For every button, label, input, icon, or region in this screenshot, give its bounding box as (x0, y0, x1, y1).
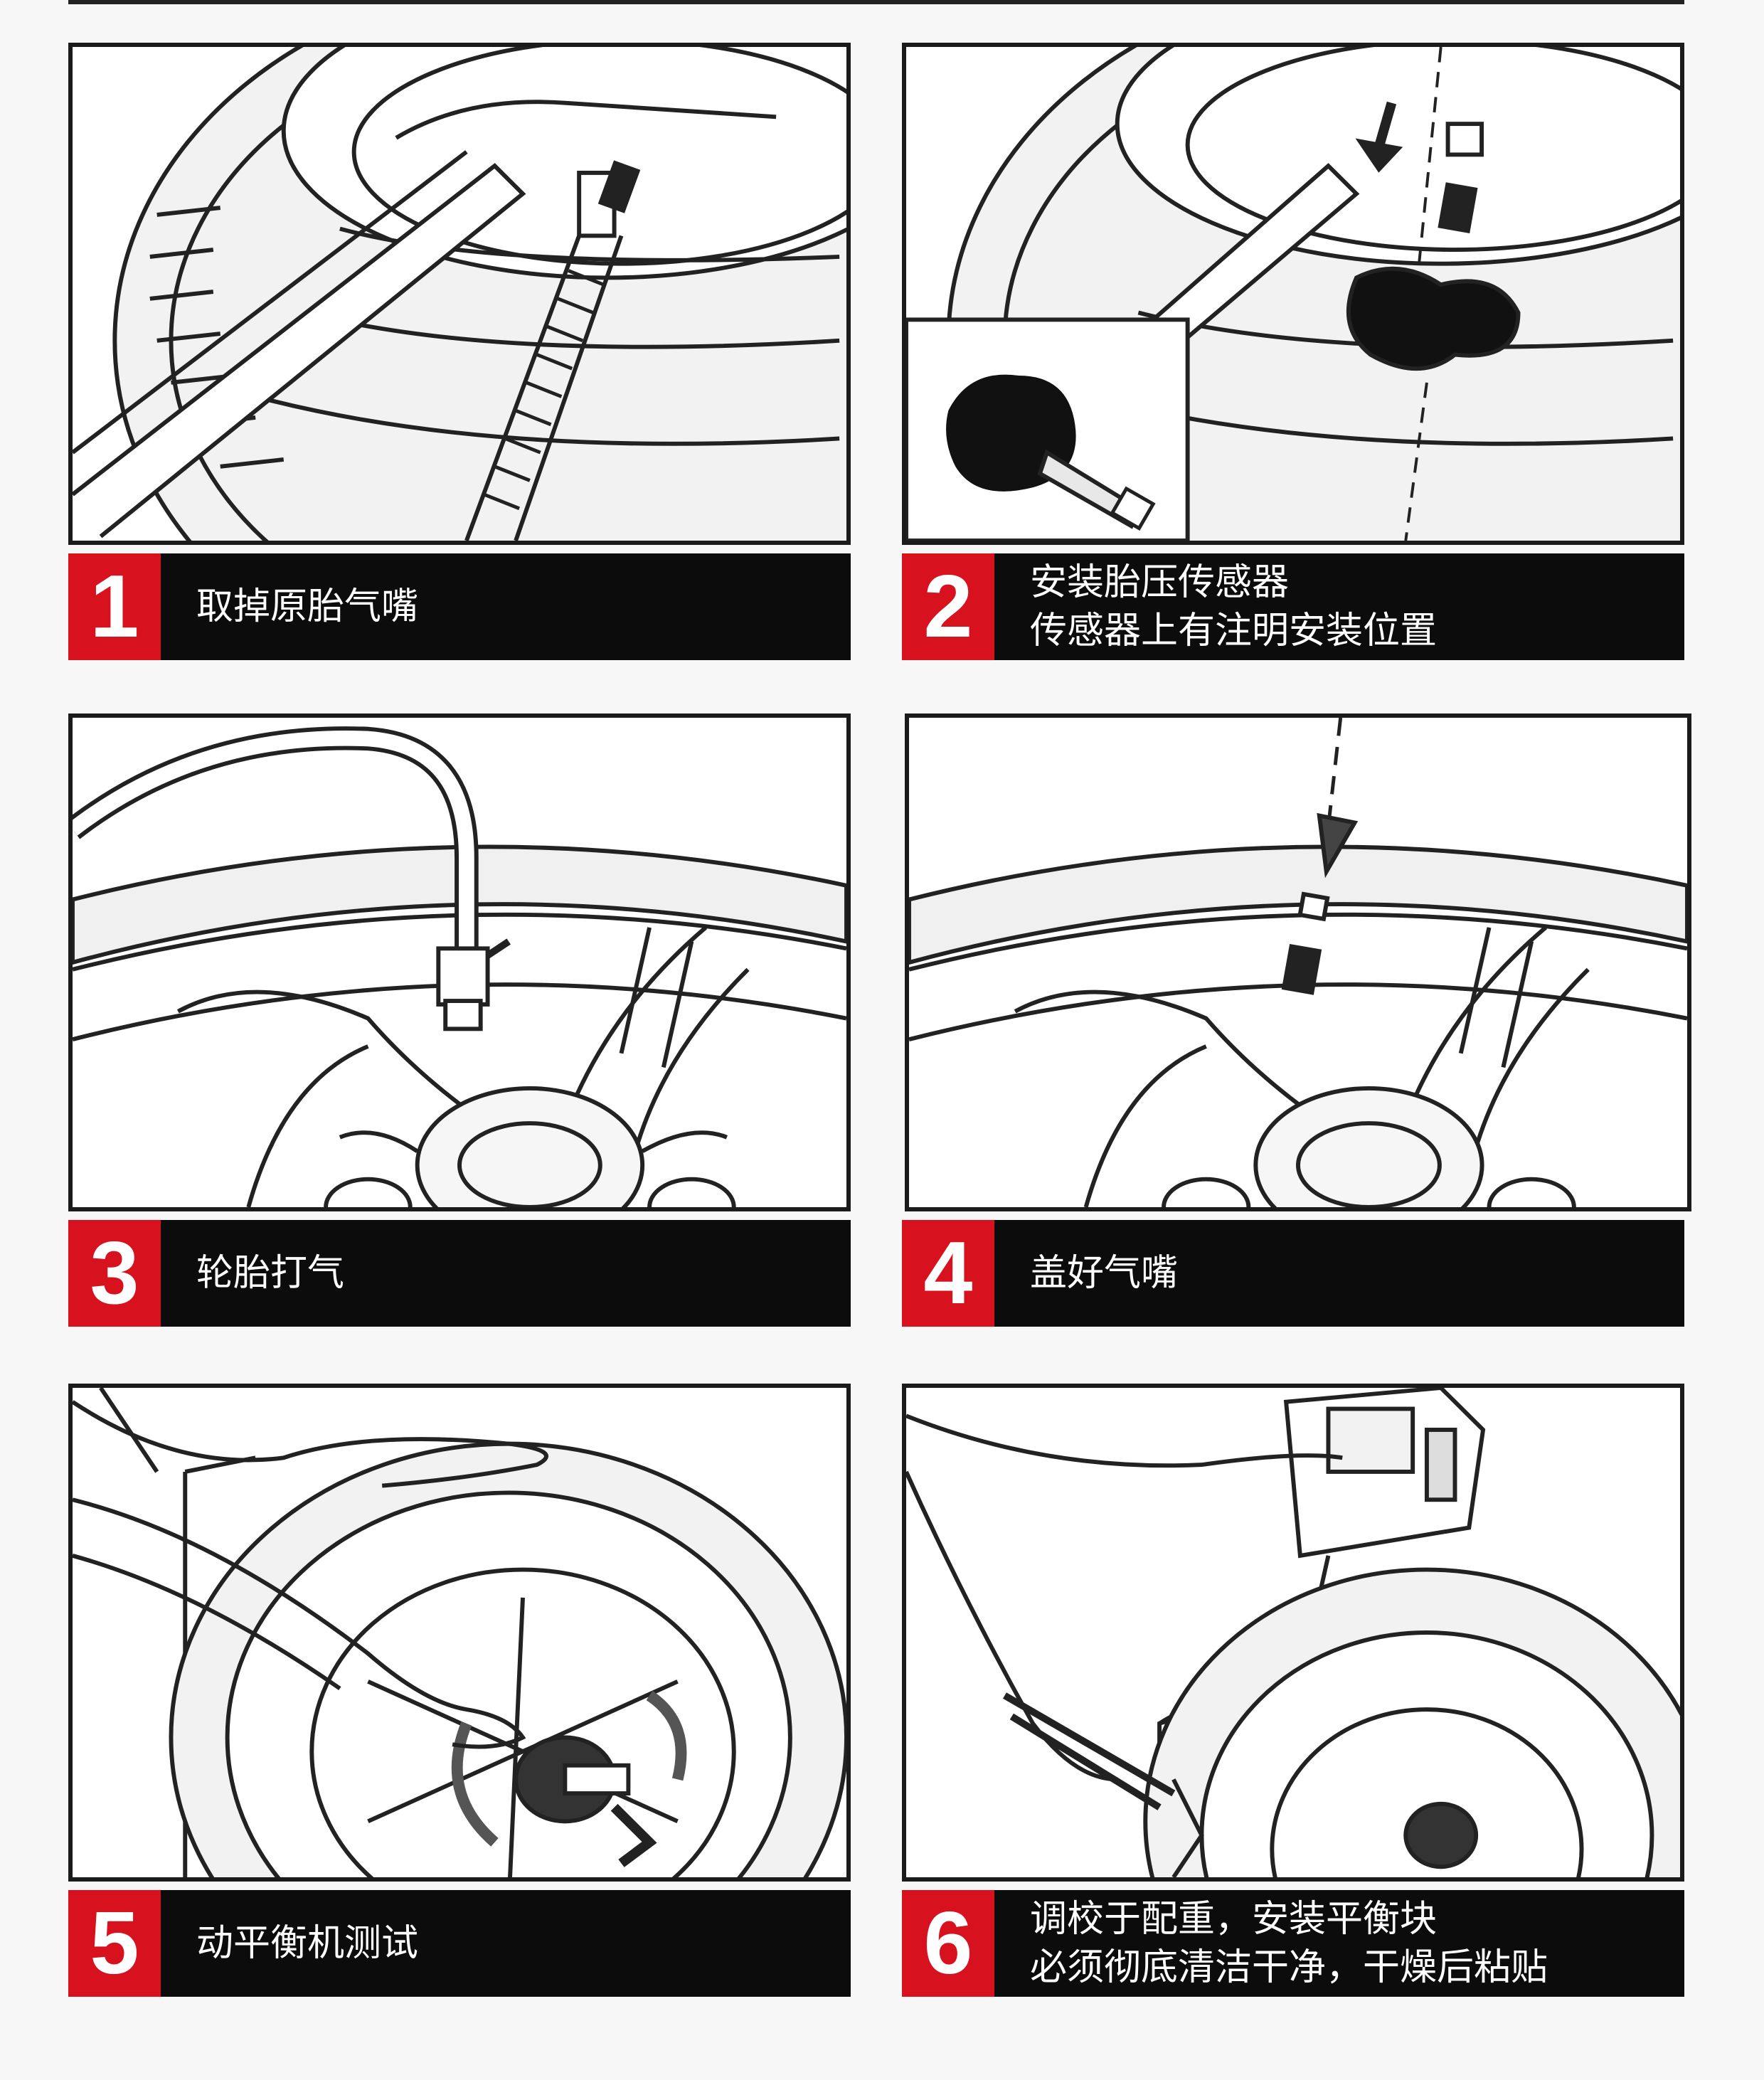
step-6-caption: 6 调校于配重，安装平衡块 必须彻底清洁干净，干燥后粘贴 (902, 1890, 1684, 1997)
step-6-illustration (902, 1384, 1684, 1882)
step-4-number: 4 (902, 1220, 994, 1327)
step-1: 1 取掉原胎气嘴 (68, 43, 851, 660)
step-2-text: 安装胎压传感器 传感器上有注明安装位置 (994, 553, 1684, 660)
step-1-illustration (68, 43, 851, 545)
step-1-text: 取掉原胎气嘴 (161, 553, 851, 660)
step-6-text: 调校于配重，安装平衡块 必须彻底清洁干净，干燥后粘贴 (994, 1890, 1684, 1997)
step-5-illustration (68, 1384, 851, 1882)
balance-weight-drawing (906, 1388, 1680, 1877)
sensor-install-drawing (906, 47, 1680, 541)
step-6-number: 6 (902, 1890, 994, 1997)
tire-inflation-drawing (73, 726, 846, 1207)
balancing-test-drawing (73, 1388, 846, 1877)
step-3-number: 3 (68, 1220, 161, 1327)
step-6-line-2: 必须彻底清洁干净，干燥后粘贴 (1030, 1946, 1548, 1989)
step-2-line-1: 安装胎压传感器 (1030, 561, 1290, 604)
step-3-caption: 3 轮胎打气 (68, 1220, 851, 1327)
step-5-line-1: 动平衡机测试 (196, 1922, 419, 1965)
step-2-number: 2 (902, 553, 994, 660)
step-2: 2 安装胎压传感器 传感器上有注明安装位置 (902, 43, 1684, 660)
step-2-caption: 2 安装胎压传感器 传感器上有注明安装位置 (902, 553, 1684, 660)
step-5-number: 5 (68, 1890, 161, 1997)
sensor-inset (906, 317, 1190, 541)
step-5-text: 动平衡机测试 (161, 1890, 851, 1997)
step-4-line-1: 盖好气嘴 (1030, 1252, 1179, 1295)
step-1-line-1: 取掉原胎气嘴 (196, 585, 419, 628)
step-1-number: 1 (68, 553, 161, 660)
step-3: 3 轮胎打气 (68, 713, 851, 1327)
tire-valve-removal-drawing (73, 47, 846, 541)
step-4: 4 盖好气嘴 (902, 713, 1691, 1327)
step-4-text: 盖好气嘴 (994, 1220, 1684, 1327)
step-5-caption: 5 动平衡机测试 (68, 1890, 851, 1997)
step-2-line-2: 传感器上有注明安装位置 (1030, 610, 1438, 652)
step-6: 6 调校于配重，安装平衡块 必须彻底清洁干净，干燥后粘贴 (902, 1384, 1684, 1997)
step-2-illustration (902, 43, 1684, 545)
step-3-line-1: 轮胎打气 (196, 1252, 345, 1295)
step-6-line-1: 调校于配重，安装平衡块 (1030, 1898, 1438, 1941)
step-4-caption: 4 盖好气嘴 (902, 1220, 1684, 1327)
top-frame-edge (68, 0, 1684, 4)
step-4-illustration (905, 713, 1691, 1211)
step-3-illustration (68, 713, 851, 1211)
step-5: 5 动平衡机测试 (68, 1384, 851, 1997)
valve-cap-drawing (909, 718, 1687, 1207)
step-1-caption: 1 取掉原胎气嘴 (68, 553, 851, 660)
step-3-text: 轮胎打气 (161, 1220, 851, 1327)
